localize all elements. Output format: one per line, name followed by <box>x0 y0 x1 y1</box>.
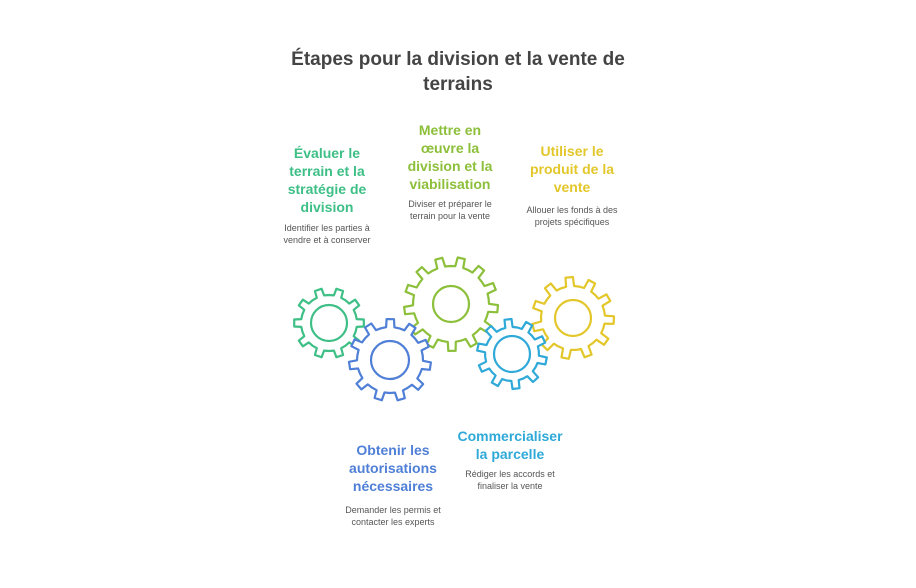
gear-body <box>403 256 500 352</box>
step-2-label: Obtenir les autorisations nécessaires <box>349 442 437 494</box>
gear-body <box>531 275 616 360</box>
gear-hole <box>492 334 532 374</box>
gear-icon <box>403 256 500 352</box>
gear-hole <box>553 298 593 338</box>
step-3-label: Mettre en œuvre la division et la viabil… <box>407 122 493 192</box>
step-5-label: Utiliser le produit de la vente <box>530 143 614 195</box>
step-4-description: Rédiger les accords et finaliser la vent… <box>465 469 555 491</box>
gear-icon <box>347 318 432 402</box>
step-5-description: Allouer les fonds à des projets spécifiq… <box>526 205 618 227</box>
step-1-description: Identifier les parties à vendre et à con… <box>283 223 371 245</box>
gear-hole <box>309 303 349 343</box>
step-4-label: Commercialiser la parcelle <box>457 428 563 462</box>
gear-body <box>476 317 548 391</box>
step-3-description: Diviser et préparer le terrain pour la v… <box>408 199 492 221</box>
gear-hole <box>431 284 471 324</box>
gear-body <box>347 318 432 402</box>
step-1-label: Évaluer le terrain et la stratégie de di… <box>287 145 367 215</box>
gear-icon <box>531 275 616 360</box>
gear-hole <box>369 339 411 381</box>
diagram-title: Étapes pour la division et la vente de t… <box>291 49 625 95</box>
gear-icon <box>476 317 548 391</box>
step-2-description: Demander les permis et contacter les exp… <box>345 505 441 527</box>
